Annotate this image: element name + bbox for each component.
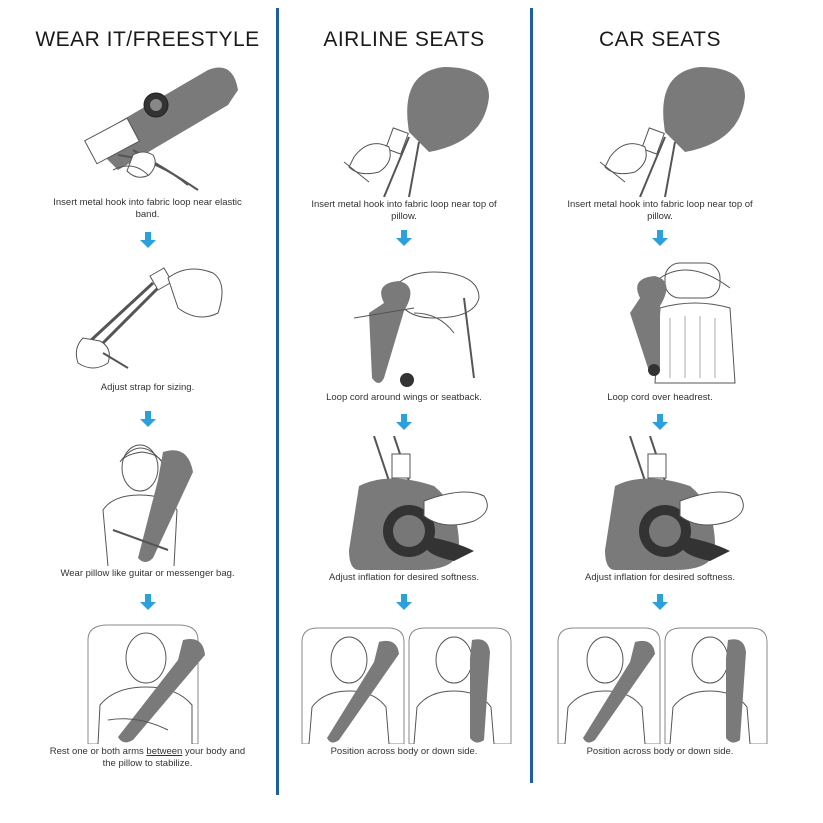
column-airline-seats: AIRLINE SEATS Insert metal hook into fab… xyxy=(280,0,528,823)
step-4: Position across body or down side. xyxy=(535,622,785,758)
down-arrow-icon xyxy=(396,594,412,610)
step-4: Position across body or down side. xyxy=(280,622,528,758)
step-1: Insert metal hook into fabric loop near … xyxy=(280,62,528,223)
step-3: Wear pillow like guitar or messenger bag… xyxy=(20,440,275,580)
position-across-body-illustration xyxy=(557,627,768,744)
column-car-seats: CAR SEATS Insert metal hook into fabric … xyxy=(535,0,785,823)
step-caption: Position across body or down side. xyxy=(586,746,734,757)
step-1: Insert metal hook into fabric loop near … xyxy=(20,60,275,221)
down-arrow-icon xyxy=(652,414,668,430)
step-caption: Adjust inflation for desired softness. xyxy=(329,572,479,583)
hook-top-of-pillow-illustration xyxy=(599,67,745,197)
column-divider-left xyxy=(276,8,279,795)
step-caption: Rest one or both arms between your body … xyxy=(49,746,246,769)
column-title: WEAR IT/FREESTYLE xyxy=(35,28,260,51)
down-arrow-icon xyxy=(396,230,412,246)
adjust-inflation-illustration xyxy=(605,436,744,570)
step-2: Adjust strap for sizing. xyxy=(20,258,275,394)
adjust-strap-illustration xyxy=(75,267,222,369)
down-arrow-icon xyxy=(652,594,668,610)
down-arrow-icon xyxy=(652,230,668,246)
column-wear-it-freestyle: WEAR IT/FREESTYLE Insert metal hook into… xyxy=(20,0,275,823)
step-caption: Insert metal hook into fabric loop near … xyxy=(567,199,753,222)
column-title: AIRLINE SEATS xyxy=(323,28,485,51)
position-across-body-illustration xyxy=(301,627,512,744)
step-caption: Wear pillow like guitar or messenger bag… xyxy=(60,568,235,579)
step-caption: Insert metal hook into fabric loop near … xyxy=(311,199,497,222)
step-caption: Adjust inflation for desired softness. xyxy=(585,572,735,583)
step-caption: Loop cord over headrest. xyxy=(607,392,713,403)
step-caption: Insert metal hook into fabric loop near … xyxy=(53,197,242,220)
down-arrow-icon xyxy=(139,232,156,248)
step-3: Adjust inflation for desired softness. xyxy=(535,436,785,584)
step-caption: Adjust strap for sizing. xyxy=(100,382,195,393)
rest-arms-illustration xyxy=(87,624,205,744)
down-arrow-icon xyxy=(396,414,412,430)
step-2: Loop cord around wings or seatback. xyxy=(280,258,528,404)
column-title: CAR SEATS xyxy=(599,28,721,51)
hook-top-of-pillow-illustration xyxy=(343,67,489,197)
loop-cord-seatback-illustration xyxy=(353,271,480,387)
column-divider-right xyxy=(530,8,533,783)
wear-like-guitar-illustration xyxy=(101,444,193,566)
loop-cord-headrest-illustration xyxy=(630,262,736,384)
adjust-inflation-illustration xyxy=(349,436,488,570)
step-3: Adjust inflation for desired softness. xyxy=(280,436,528,584)
hook-into-loop-illustration xyxy=(83,67,238,191)
step-caption: Loop cord around wings or seatback. xyxy=(326,392,482,403)
step-caption: Position across body or down side. xyxy=(330,746,478,757)
step-1: Insert metal hook into fabric loop near … xyxy=(535,62,785,223)
step-4: Rest one or both arms between your body … xyxy=(20,620,275,770)
down-arrow-icon xyxy=(139,411,156,427)
down-arrow-icon xyxy=(139,594,156,610)
step-2: Loop cord over headrest. xyxy=(535,258,785,404)
